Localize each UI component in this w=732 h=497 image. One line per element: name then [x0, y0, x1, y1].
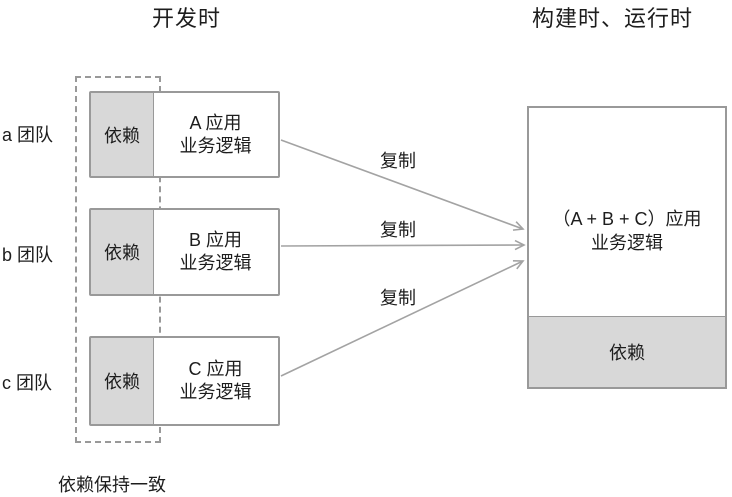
- merged-app-box: （A + B + C）应用 业务逻辑 依赖: [527, 106, 727, 389]
- copy-arrow-c: [280, 259, 525, 377]
- app-c-title: C 应用: [188, 359, 243, 379]
- merged-dependency-label: 依赖: [609, 343, 645, 363]
- copy-label-c: 复制: [380, 288, 416, 308]
- app-c-subtitle: 业务逻辑: [179, 382, 252, 402]
- team-c-label: c 团队: [2, 373, 53, 393]
- merged-dependency-section: 依赖: [529, 316, 725, 387]
- app-b-dependency-label: 依赖: [104, 243, 140, 263]
- merged-app-text: （A + B + C）应用 业务逻辑: [529, 207, 725, 255]
- app-b-logic-section: B 应用 业务逻辑: [153, 210, 278, 294]
- app-b-box: 依赖 B 应用 业务逻辑: [89, 208, 280, 296]
- merged-app-title: （A + B + C）应用: [552, 209, 702, 229]
- app-c-box: 依赖 C 应用 业务逻辑: [89, 336, 280, 426]
- app-b-subtitle: 业务逻辑: [179, 253, 252, 273]
- copy-arrow-b: [280, 239, 526, 251]
- build-run-time-header: 构建时、运行时: [532, 6, 694, 31]
- app-a-logic-section: A 应用 业务逻辑: [153, 93, 278, 176]
- dependency-consistency-note: 依赖保持一致: [58, 475, 166, 495]
- copy-label-b: 复制: [380, 220, 416, 240]
- app-a-dependency-label: 依赖: [104, 125, 140, 146]
- copy-label-a: 复制: [380, 151, 416, 171]
- merged-app-subtitle: 业务逻辑: [591, 233, 663, 253]
- team-b-label: b 团队: [2, 245, 54, 265]
- app-a-box: 依赖 A 应用 业务逻辑: [89, 91, 280, 178]
- app-a-dependency-section: 依赖: [91, 93, 154, 176]
- app-a-subtitle: 业务逻辑: [179, 135, 252, 156]
- app-c-dependency-section: 依赖: [91, 338, 154, 424]
- app-b-dependency-section: 依赖: [91, 210, 154, 294]
- app-c-logic-section: C 应用 业务逻辑: [153, 338, 278, 424]
- app-a-title: A 应用: [189, 112, 242, 133]
- team-a-label: a 团队: [2, 125, 54, 145]
- app-b-title: B 应用: [188, 230, 242, 250]
- app-c-dependency-label: 依赖: [104, 372, 140, 392]
- dev-time-header: 开发时: [152, 6, 222, 31]
